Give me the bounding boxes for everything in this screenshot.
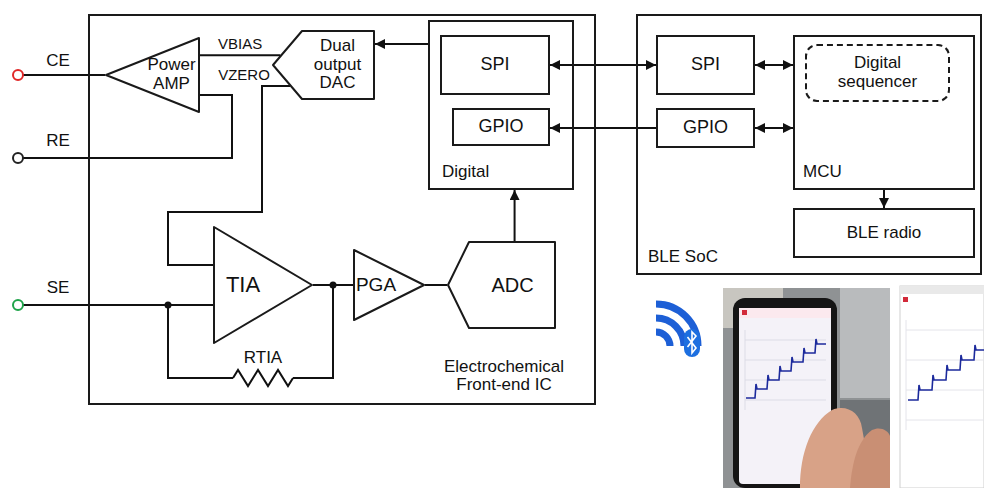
grid-line bbox=[745, 380, 826, 381]
pin-name-box: RE bbox=[46, 132, 70, 151]
grid-line bbox=[745, 330, 746, 410]
tia-amplifier: TIA bbox=[213, 226, 313, 344]
signal-connector bbox=[313, 284, 353, 286]
signal-connector bbox=[514, 190, 516, 241]
pin-name: RE bbox=[46, 132, 70, 151]
node-label: Dual output DAC bbox=[302, 37, 373, 93]
grid-line bbox=[906, 320, 907, 430]
power-amplifier-shape bbox=[106, 38, 199, 112]
adc-block-shape bbox=[448, 242, 555, 328]
app-screenshot bbox=[900, 286, 984, 488]
node-label: Electrochemical Front-end IC bbox=[436, 358, 572, 395]
node-label: SPI bbox=[691, 55, 720, 75]
signal-name-box: VZERO bbox=[216, 67, 272, 84]
status-bar bbox=[900, 286, 984, 294]
grid-line bbox=[906, 420, 984, 421]
terminal-ce bbox=[13, 70, 23, 80]
signal-connector bbox=[550, 64, 656, 66]
node-label: TIA bbox=[226, 273, 260, 297]
signal-name: VBIAS bbox=[216, 36, 264, 53]
node-label: GPIO bbox=[683, 118, 728, 138]
grid-line bbox=[906, 330, 984, 331]
signal-connector bbox=[425, 284, 447, 286]
circuit-wires bbox=[23, 75, 333, 386]
app-icon bbox=[742, 310, 747, 315]
plot-grid bbox=[745, 330, 826, 410]
wave-arc bbox=[656, 318, 684, 346]
adc-block: ADC bbox=[447, 241, 556, 329]
app-header bbox=[739, 308, 831, 318]
photo-ground bbox=[840, 288, 890, 398]
chip-boundary: Electrochemical Front-end IC Power AMP Dua… bbox=[88, 14, 596, 405]
signal-connector bbox=[375, 43, 428, 45]
pin-name-box: SE bbox=[47, 279, 70, 298]
phone-photo bbox=[723, 288, 890, 488]
dac-block-shape bbox=[273, 31, 374, 99]
gpio-block: GPIO bbox=[452, 108, 550, 146]
bluetooth-rune bbox=[688, 332, 697, 353]
signal-connector bbox=[550, 127, 656, 129]
node-label: GPIO bbox=[478, 117, 523, 137]
bluetooth-badge bbox=[684, 329, 700, 357]
node-label: BLE SoC bbox=[648, 248, 718, 267]
signal-connector bbox=[755, 64, 793, 66]
grid-line bbox=[745, 360, 826, 361]
component-name-box: RTIA bbox=[244, 349, 282, 368]
resistor-symbol bbox=[233, 370, 293, 386]
terminal-se bbox=[13, 300, 23, 310]
node-label: SPI bbox=[480, 55, 509, 75]
node-label: Digital sequencer bbox=[828, 54, 928, 91]
pin-name: SE bbox=[47, 279, 70, 298]
dac-block: Dual output DAC bbox=[272, 30, 375, 100]
component-name: RTIA bbox=[244, 349, 282, 368]
radio-block: BLE radio bbox=[793, 208, 975, 258]
grid-line bbox=[745, 340, 826, 341]
pga-amplifier-shape bbox=[354, 250, 424, 320]
signal-name: VZERO bbox=[216, 67, 272, 84]
power-amplifier: Power AMP bbox=[105, 37, 200, 113]
wave-arc bbox=[656, 332, 670, 346]
junction-dot bbox=[165, 302, 172, 309]
grid-line bbox=[906, 390, 984, 391]
signal-name-box: VBIAS bbox=[216, 36, 264, 53]
plot-grid bbox=[906, 320, 984, 430]
node-label: ADC bbox=[491, 274, 533, 296]
current-trace bbox=[908, 345, 984, 400]
node-label: BLE radio bbox=[847, 224, 922, 243]
ce-wire bbox=[23, 74, 105, 76]
gpio-block: GPIO bbox=[656, 108, 755, 148]
spi-block: SPI bbox=[656, 35, 755, 95]
mcu-block: MCU Digital sequencer bbox=[793, 35, 975, 190]
soc-boundary: BLE SoC SPI GPIO MCU Digital sequencerBLE ra… bbox=[636, 14, 982, 275]
pga-amplifier: PGA bbox=[353, 249, 425, 321]
hand bbox=[850, 428, 890, 488]
photo-ground bbox=[723, 288, 890, 488]
signal-connector bbox=[883, 190, 885, 208]
tia-amplifier-shape bbox=[214, 227, 312, 343]
node-label: PGA bbox=[356, 275, 396, 296]
pin-name: CE bbox=[46, 52, 70, 71]
screenshot-ground bbox=[900, 286, 984, 488]
node-label: Digital bbox=[442, 163, 489, 182]
app-icon bbox=[903, 297, 908, 302]
re-wire bbox=[23, 95, 232, 158]
grid-line bbox=[745, 400, 826, 401]
signal-connector bbox=[755, 127, 793, 129]
node-label: MCU bbox=[803, 163, 842, 182]
pin-name-box: CE bbox=[46, 52, 70, 71]
node-label: Power AMP bbox=[145, 56, 198, 93]
signal-connector bbox=[200, 54, 280, 56]
sequencer-block: Digital sequencer bbox=[805, 44, 950, 102]
feedback-wire bbox=[293, 285, 333, 378]
spi-block: SPI bbox=[440, 35, 550, 95]
current-trace bbox=[746, 339, 826, 398]
se-wire bbox=[23, 304, 213, 306]
terminal-re bbox=[13, 153, 23, 163]
digital-block: Digital SPI GPIO bbox=[428, 20, 574, 190]
